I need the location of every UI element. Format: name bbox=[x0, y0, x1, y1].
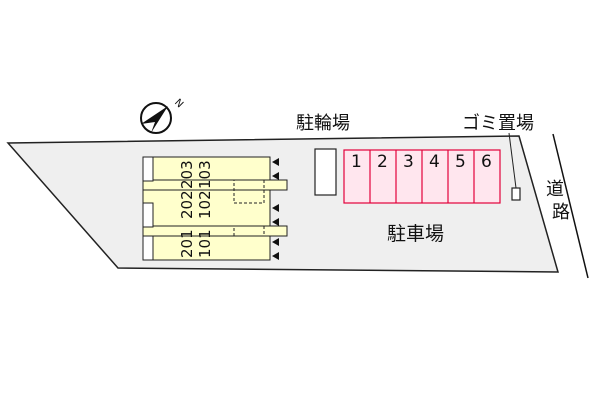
room-label-103: 103 bbox=[196, 160, 214, 189]
parking-space-number: 3 bbox=[403, 152, 414, 172]
bicycle-parking-label: 駐輪場 bbox=[296, 113, 350, 134]
garbage-area-label: ゴミ置場 bbox=[462, 113, 534, 134]
road-label: 道 路 bbox=[546, 179, 570, 223]
room-label-102: 102 bbox=[196, 190, 214, 219]
apartment-building bbox=[142, 156, 288, 261]
north-arrow-icon: N bbox=[140, 97, 185, 134]
room-label-201: 201 bbox=[178, 229, 196, 258]
parking-space-number: 5 bbox=[455, 152, 466, 172]
parking-lot-label: 駐車場 bbox=[387, 223, 444, 245]
parking-spaces: 1 2 3 4 5 6 bbox=[343, 149, 501, 204]
parking-space-number: 6 bbox=[481, 152, 492, 172]
parking-space-number: 2 bbox=[377, 152, 388, 172]
road-edge bbox=[552, 133, 589, 279]
parking-space-number: 1 bbox=[351, 152, 362, 172]
room-label-101: 101 bbox=[196, 229, 214, 258]
room-label-202: 202 bbox=[178, 190, 196, 219]
north-label: N bbox=[172, 97, 185, 110]
entrance-arrow-icon bbox=[272, 158, 279, 260]
garbage-area-leader bbox=[508, 132, 517, 189]
room-numbers: 201 202 203 101 102 103 bbox=[178, 160, 214, 258]
bicycle-parking-area bbox=[314, 148, 337, 196]
parking-space-number: 4 bbox=[429, 152, 440, 172]
room-label-203: 203 bbox=[178, 160, 196, 189]
garbage-area-box bbox=[511, 187, 521, 201]
